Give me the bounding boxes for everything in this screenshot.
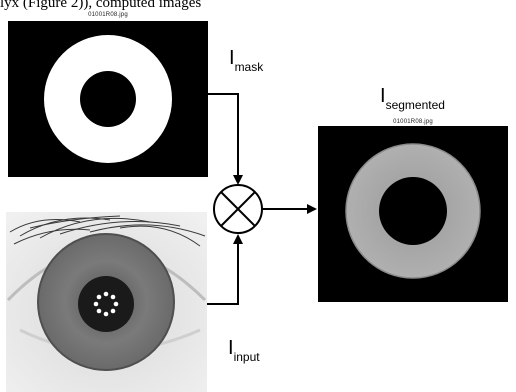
mask-image <box>8 21 208 177</box>
eye-pupil <box>78 276 134 332</box>
label-segmented-sub: segmented <box>386 98 445 112</box>
label-mask-main: I <box>229 47 235 69</box>
arrow-mask-to-operator <box>208 94 238 183</box>
label-input-sub: input <box>234 350 260 364</box>
input-eye-image <box>6 212 207 392</box>
arrow-input-to-operator <box>207 236 238 304</box>
segmented-image <box>318 126 508 302</box>
segmented-pupil <box>379 177 447 245</box>
mask-pupil-hole <box>80 71 136 127</box>
label-input: Iinput <box>228 338 260 361</box>
label-mask: Imask <box>229 48 263 71</box>
label-segmented: Isegmented <box>380 86 445 109</box>
label-segmented-main: I <box>380 85 386 107</box>
label-input-main: I <box>228 337 234 359</box>
multiply-operator <box>214 185 262 233</box>
label-mask-sub: mask <box>235 60 264 74</box>
